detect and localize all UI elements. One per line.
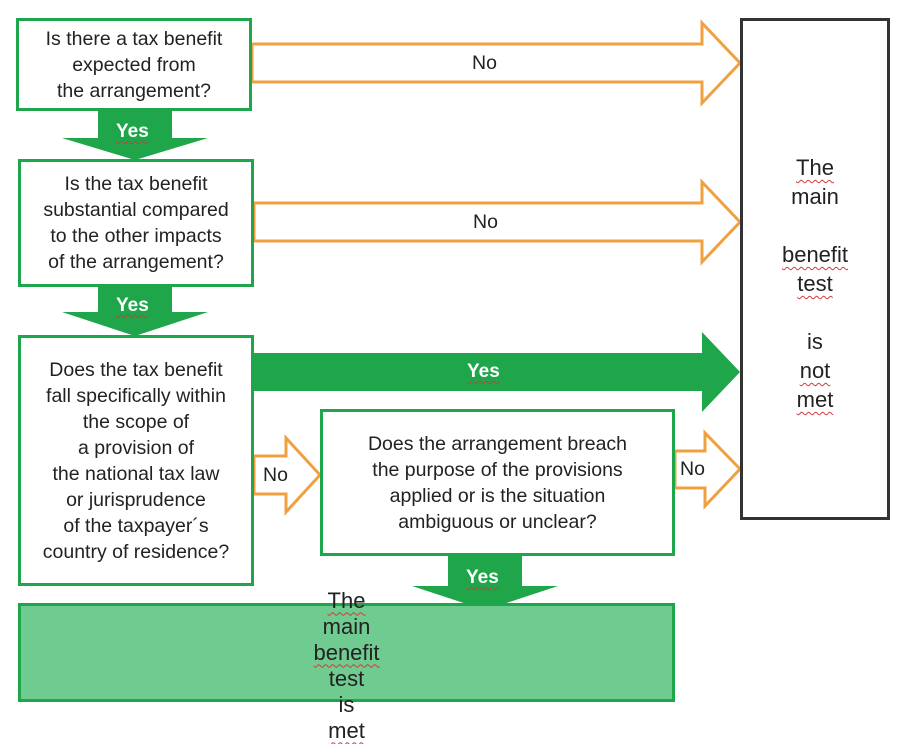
result-word: main [322, 613, 371, 639]
question-tax-benefit-expected: Is there a tax benefit expected from the… [16, 18, 252, 111]
no-arrow-q4 [673, 429, 743, 510]
result-word: test [797, 271, 833, 296]
result-word: benefit [781, 242, 849, 267]
result-test-not-met: The main benefit test is not met [740, 18, 890, 520]
yes-label-q4: Yes [466, 567, 499, 588]
result-word: met [328, 717, 365, 743]
result-test-met: The main benefit test is met [18, 588, 675, 743]
question-arrangement-breach: Does the arrangement breach the purpose … [320, 409, 675, 556]
result-word: The [327, 587, 366, 613]
result-word: is [807, 329, 823, 354]
yes-arrow-q2 [62, 287, 208, 336]
no-arrow-q1 [250, 19, 743, 107]
yes-label-q2: Yes [116, 295, 149, 316]
no-arrow-q3 [252, 434, 323, 516]
yes-arrow-q4 [412, 556, 558, 610]
connector-arrows [62, 19, 743, 610]
result-word: The [796, 155, 834, 180]
result-word: benefit [313, 639, 380, 665]
yes-label-q3: Yes [467, 361, 500, 382]
result-word: test [328, 665, 365, 691]
result-word: is [338, 691, 355, 717]
question-tax-benefit-within-scope: Does the tax benefit fall specifically w… [18, 335, 254, 586]
result-word: met [796, 387, 834, 412]
no-label-q1: No [472, 52, 497, 74]
result-word: not [799, 358, 831, 383]
question-tax-benefit-substantial: Is the tax benefit substantial compared … [18, 159, 254, 287]
yes-label-q1: Yes [116, 121, 149, 142]
no-arrow-q2 [252, 178, 743, 266]
no-label-q4: No [680, 458, 705, 480]
yes-arrow-q3 [254, 332, 740, 412]
no-label-q3: No [263, 464, 288, 486]
no-label-q2: No [473, 211, 498, 233]
result-word: main [791, 184, 839, 209]
yes-arrow-q1 [62, 111, 208, 160]
